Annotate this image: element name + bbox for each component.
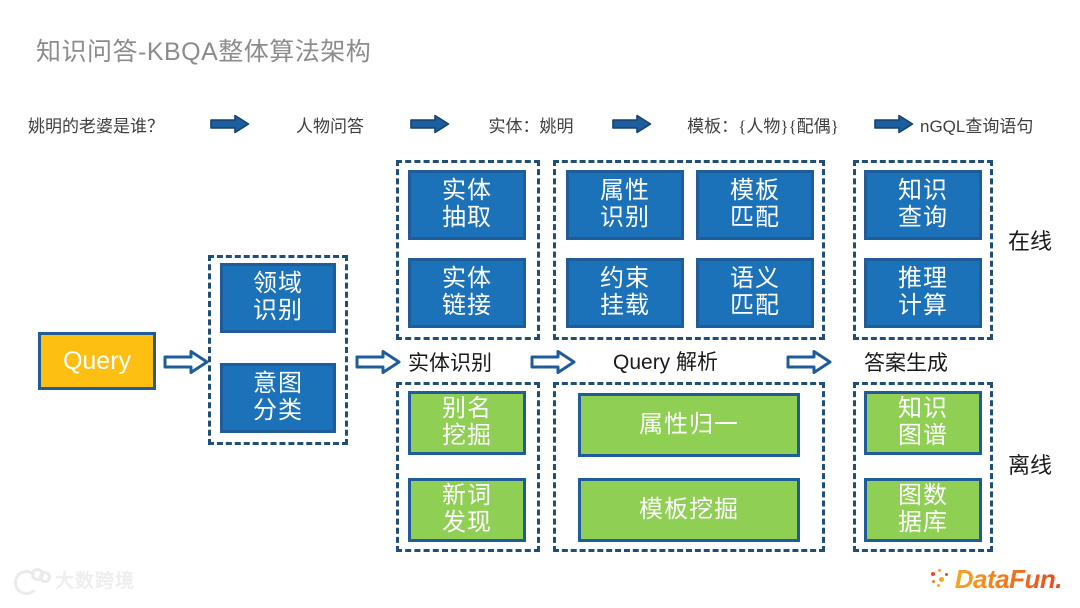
- right-block-arrow-icon: [874, 114, 914, 134]
- node-line: 领域: [253, 271, 303, 298]
- node-line: 别名: [442, 396, 492, 423]
- node-line: 计算: [898, 293, 948, 319]
- node-constraint-attachment[interactable]: 约束 挂载: [566, 258, 684, 328]
- node-line: 挂载: [600, 293, 650, 319]
- node-line: 新词: [442, 483, 492, 510]
- node-line: 匹配: [730, 293, 780, 319]
- answer-offline-group: [853, 382, 993, 552]
- node-line: 图谱: [898, 423, 948, 449]
- node-line: 链接: [442, 293, 492, 319]
- node-line: 挖掘: [442, 423, 492, 449]
- node-template-mining[interactable]: 模板挖掘: [578, 478, 800, 542]
- node-line: 属性: [600, 178, 650, 205]
- node-line: 图数: [898, 483, 948, 510]
- right-block-arrow-icon: [163, 349, 209, 375]
- node-line: 知识: [898, 396, 948, 423]
- node-attribute-normalization[interactable]: 属性归一: [578, 393, 800, 457]
- node-entity-linking[interactable]: 实体 链接: [408, 258, 526, 328]
- stage-label-query-parse: Query 解析: [613, 351, 719, 374]
- entity-offline-group: [396, 382, 540, 552]
- node-line: 模板: [730, 178, 780, 205]
- node-line: 识别: [600, 205, 650, 231]
- node-line: 语义: [730, 266, 780, 293]
- query-input-label: Query: [62, 347, 132, 375]
- node-domain-recognition[interactable]: 领域 识别: [220, 263, 336, 333]
- query-parse-group: [553, 160, 825, 340]
- datafun-dots-icon: [930, 569, 951, 589]
- datafun-label: DataFun.: [954, 564, 1063, 594]
- page-title: 知识问答-KBQA整体算法架构: [36, 38, 372, 66]
- node-entity-extraction[interactable]: 实体 抽取: [408, 170, 526, 240]
- node-graph-database[interactable]: 图数 据库: [864, 478, 982, 542]
- node-line: 推理: [898, 266, 948, 293]
- watermark: 大数跨境: [14, 566, 136, 595]
- offline-side-label: 离线: [1008, 453, 1053, 478]
- example-flow-item-2: 实体：姚明: [488, 116, 574, 136]
- right-block-arrow-icon: [786, 349, 832, 375]
- example-flow-item-0: 姚明的老婆是谁？: [28, 116, 164, 136]
- node-line: 实体: [442, 178, 492, 205]
- node-line: 属性归一: [639, 411, 739, 438]
- node-line: 识别: [253, 298, 303, 324]
- right-block-arrow-icon: [210, 114, 250, 134]
- node-alias-mining[interactable]: 别名 挖掘: [408, 391, 526, 455]
- online-side-label: 在线: [1008, 229, 1053, 254]
- node-knowledge-graph[interactable]: 知识 图谱: [864, 391, 982, 455]
- query-input-box[interactable]: Query: [38, 332, 156, 390]
- node-knowledge-query[interactable]: 知识 查询: [864, 170, 982, 240]
- stage-label-entity-recognition: 实体识别: [408, 351, 492, 375]
- node-attribute-recognition[interactable]: 属性 识别: [566, 170, 684, 240]
- example-flow-item-4: nGQL查询语句: [920, 116, 1034, 136]
- right-block-arrow-icon: [410, 114, 450, 134]
- example-flow: 姚明的老婆是谁？ 人物问答 实体：姚明 模板：{人物}{配偶} nGQL查询语句: [28, 108, 1052, 140]
- node-line: 匹配: [730, 205, 780, 231]
- node-line: 抽取: [442, 205, 492, 231]
- node-semantic-matching[interactable]: 语义 匹配: [696, 258, 814, 328]
- node-line: 发现: [442, 510, 492, 536]
- node-line: 意图: [253, 371, 303, 398]
- query-offline-group: [553, 382, 825, 552]
- node-line: 实体: [442, 266, 492, 293]
- node-new-word-discovery[interactable]: 新词 发现: [408, 478, 526, 542]
- node-reasoning-computation[interactable]: 推理 计算: [864, 258, 982, 328]
- watermark-label: 大数跨境: [55, 571, 136, 592]
- node-line: 知识: [898, 178, 948, 205]
- dashu-kuajing-logo-icon: [14, 567, 51, 595]
- right-block-arrow-icon: [530, 349, 576, 375]
- node-line: 据库: [898, 510, 948, 536]
- intent-group: [208, 255, 348, 445]
- node-line: 约束: [600, 266, 650, 293]
- node-template-matching[interactable]: 模板 匹配: [696, 170, 814, 240]
- right-block-arrow-icon: [355, 349, 401, 375]
- node-line: 分类: [253, 398, 303, 424]
- stage-label-answer-generation: 答案生成: [864, 351, 948, 375]
- node-intent-classification[interactable]: 意图 分类: [220, 363, 336, 433]
- entity-recognition-group: [396, 160, 540, 340]
- answer-generation-group: [853, 160, 993, 340]
- example-flow-item-3: 模板：{人物}{配偶}: [687, 116, 839, 136]
- node-line: 模板挖掘: [639, 496, 739, 523]
- node-line: 查询: [898, 205, 948, 231]
- right-block-arrow-icon: [612, 114, 652, 134]
- datafun-logo: DataFun.: [930, 564, 1063, 594]
- example-flow-item-1: 人物问答: [296, 116, 364, 136]
